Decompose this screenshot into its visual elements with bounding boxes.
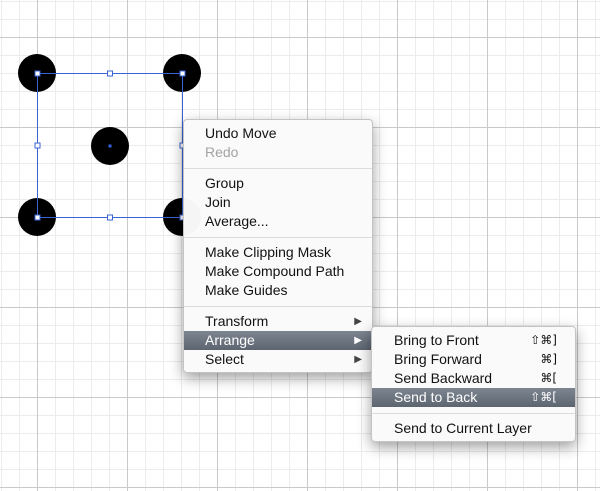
menu-item-label: Send to Current Layer	[394, 420, 532, 436]
menu-item-make-compound-path[interactable]: Make Compound Path	[184, 262, 372, 281]
shortcut-label: ⌘[	[540, 371, 557, 385]
menu-item-label: Bring Forward	[394, 351, 482, 367]
menu-separator	[372, 413, 575, 414]
menu-item-label: Undo Move	[205, 125, 277, 141]
menu-item-send-to-back[interactable]: Send to Back ⇧⌘[	[372, 388, 575, 407]
menu-item-send-to-current-layer[interactable]: Send to Current Layer	[372, 419, 575, 438]
menu-separator	[184, 168, 372, 169]
menu-item-label: Bring to Front	[394, 332, 479, 348]
menu-item-bring-forward[interactable]: Bring Forward ⌘]	[372, 350, 575, 369]
menu-item-arrange[interactable]: Arrange ▶	[184, 331, 372, 350]
menu-item-send-backward[interactable]: Send Backward ⌘[	[372, 369, 575, 388]
menu-item-label: Redo	[205, 144, 239, 160]
menu-item-bring-to-front[interactable]: Bring to Front ⇧⌘]	[372, 331, 575, 350]
menu-item-make-clipping-mask[interactable]: Make Clipping Mask	[184, 243, 372, 262]
shortcut-label: ⌘]	[540, 352, 557, 366]
menu-item-label: Make Compound Path	[205, 263, 345, 279]
shortcut-label: ⇧⌘]	[530, 333, 557, 347]
menu-item-transform[interactable]: Transform ▶	[184, 312, 372, 331]
menu-item-average[interactable]: Average...	[184, 212, 372, 231]
context-menu: Undo Move Redo Group Join Average... Mak…	[183, 119, 373, 373]
submenu-arrow-icon: ▶	[354, 335, 362, 346]
menu-item-label: Make Guides	[205, 282, 288, 298]
handle-bottom-left[interactable]	[34, 214, 41, 221]
handle-bottom-middle[interactable]	[107, 214, 113, 221]
handle-top-left[interactable]	[34, 70, 41, 77]
menu-item-label: Make Clipping Mask	[205, 244, 332, 260]
menu-item-undo-move[interactable]: Undo Move	[184, 124, 372, 143]
submenu-arrow-icon: ▶	[354, 316, 362, 327]
menu-item-label: Group	[205, 175, 244, 191]
menu-item-group[interactable]: Group	[184, 174, 372, 193]
menu-item-make-guides[interactable]: Make Guides	[184, 281, 372, 300]
menu-item-label: Select	[205, 351, 244, 367]
menu-item-label: Join	[205, 194, 231, 210]
menu-item-redo: Redo	[184, 143, 372, 162]
menu-item-join[interactable]: Join	[184, 193, 372, 212]
selection-bounding-box	[34, 70, 186, 221]
arrange-submenu: Bring to Front ⇧⌘] Bring Forward ⌘] Send B…	[371, 326, 576, 442]
menu-separator	[184, 237, 372, 238]
handle-top-middle[interactable]	[107, 70, 113, 77]
menu-separator	[184, 306, 372, 307]
menu-item-label: Send to Back	[394, 389, 478, 405]
menu-item-label: Average...	[205, 213, 269, 229]
anchor-point-center[interactable]	[108, 144, 112, 148]
menu-item-select[interactable]: Select ▶	[184, 350, 372, 369]
menu-item-label: Arrange	[205, 332, 255, 348]
handle-top-right[interactable]	[179, 70, 186, 77]
menu-item-label: Transform	[205, 313, 269, 329]
shortcut-label: ⇧⌘[	[530, 390, 557, 404]
menu-item-label: Send Backward	[394, 370, 493, 386]
submenu-arrow-icon: ▶	[354, 354, 362, 365]
handle-middle-left[interactable]	[34, 142, 41, 149]
